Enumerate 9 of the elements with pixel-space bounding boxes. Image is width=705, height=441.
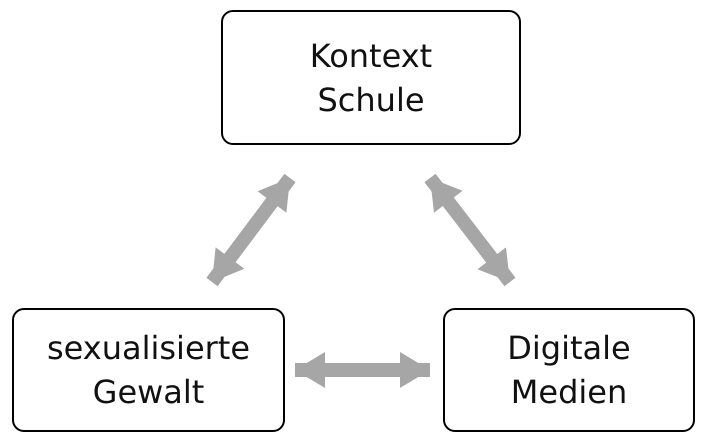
box-label: sexualisierte Gewalt bbox=[46, 328, 252, 413]
rounded-box bbox=[443, 308, 695, 432]
box-label: Kontext Schule bbox=[308, 36, 434, 120]
double-arrow bbox=[295, 352, 430, 388]
box-label: Digitale Medien bbox=[506, 328, 632, 413]
double-arrow bbox=[206, 174, 296, 286]
rounded-box bbox=[12, 308, 285, 432]
rounded-box bbox=[221, 10, 521, 145]
double-arrow bbox=[424, 174, 516, 286]
